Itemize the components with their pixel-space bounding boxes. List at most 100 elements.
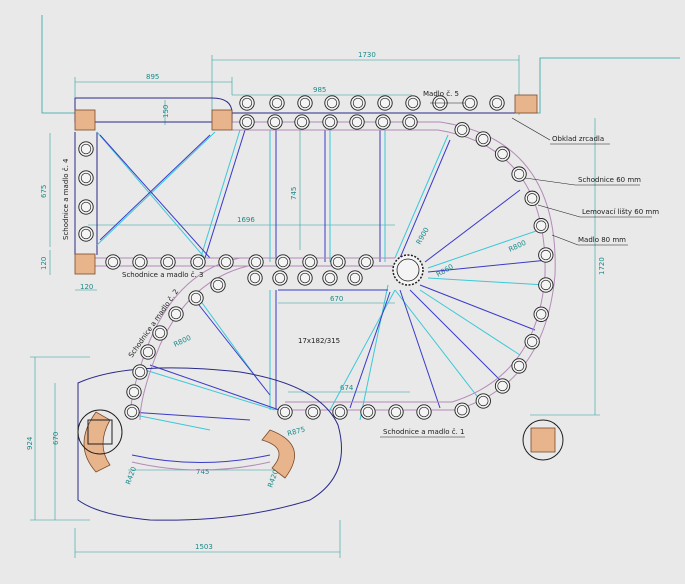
baluster-ring-inner (497, 148, 508, 160)
baluster-ring-inner (128, 386, 140, 398)
label-obklad: Obklad zrcadla (552, 135, 604, 143)
baluster-ring-inner (241, 116, 253, 128)
dim-r420a: R420 (124, 466, 138, 486)
baluster-ring-inner (250, 256, 262, 268)
baluster-ring-inner (134, 256, 146, 268)
callout-lines (380, 102, 652, 438)
baluster-ring-inner (513, 360, 525, 372)
label-schodnice-60: Schodnice 60 mm (578, 176, 641, 184)
dimension-texts: 1730 895 985 150 675 1696 745 120 120 67… (26, 51, 606, 551)
baluster-ring-inner (377, 116, 389, 128)
baluster-ring-inner (536, 309, 547, 320)
baluster-ring-inner (170, 308, 182, 320)
dim-1730: 1730 (358, 51, 376, 59)
baluster-ring-inner (279, 406, 291, 418)
baluster-ring-inner (360, 256, 372, 268)
baluster-ring-inner (513, 168, 525, 180)
baluster-ring-inner (299, 97, 311, 109)
baluster-ring-inner (299, 272, 311, 284)
dim-150: 150 (162, 105, 170, 118)
baluster-ring-inner (162, 256, 174, 268)
baluster-ring-inner (107, 256, 119, 268)
newel-post (74, 253, 96, 275)
baluster-ring-inner (407, 97, 419, 109)
baluster-ring-inner (334, 406, 346, 418)
baluster-ring-inner (249, 272, 261, 284)
baluster-ring-inner (478, 395, 489, 407)
baluster-ring-inner (497, 380, 508, 392)
baluster-ring-inner (332, 256, 344, 268)
structure-beams-blue (99, 129, 549, 421)
baluster-ring-inner (142, 346, 154, 358)
center-gear-icon (392, 254, 424, 286)
baluster-ring-inner (80, 172, 92, 184)
baluster-ring-inner (80, 143, 92, 155)
baluster-ring-inner (526, 193, 538, 204)
newel-post (211, 109, 233, 131)
baluster-rings (78, 95, 554, 420)
baluster-ring-inner (418, 406, 430, 418)
baluster-ring-inner (540, 279, 551, 291)
baluster-ring-inner (326, 97, 338, 109)
baluster-ring-inner (241, 97, 253, 109)
rails (75, 121, 556, 421)
newel-post (83, 411, 111, 473)
dim-745b: 745 (196, 468, 209, 476)
label-schod-4: Schodnice a madlo č. 4 (62, 158, 70, 240)
dim-745a: 745 (290, 187, 298, 200)
dim-120a: 120 (40, 257, 48, 270)
dim-670a: 670 (330, 295, 343, 303)
dim-r875: R875 (286, 425, 306, 437)
structure-beams-cyan (96, 129, 546, 431)
newel-post (514, 94, 538, 114)
baluster-ring-inner (324, 272, 336, 284)
dim-674: 674 (340, 384, 354, 392)
baluster-ring-inner (379, 97, 391, 109)
label-madlo-80: Madlo 80 mm (578, 236, 626, 244)
baluster-ring-inner (80, 201, 92, 213)
dim-895: 895 (146, 73, 159, 81)
baluster-ring-inner (390, 406, 402, 418)
baluster-ring-inner (464, 97, 476, 109)
label-madlo-5: Madlo č. 5 (423, 90, 459, 98)
dim-r800a: R800 (507, 239, 527, 254)
baluster-ring-inner (456, 405, 468, 416)
free-newel (522, 419, 564, 461)
baluster-ring-inner (352, 97, 364, 109)
baluster-ring-inner (154, 327, 166, 339)
dim-675: 675 (40, 185, 48, 198)
newel-posts (74, 94, 564, 479)
baluster-ring-inner (478, 133, 489, 145)
dimension-lines (30, 55, 600, 558)
baluster-ring-inner (271, 97, 283, 109)
dim-670b: 670 (52, 432, 60, 445)
lower-landing-outline (77, 367, 342, 521)
dim-1503: 1503 (195, 543, 213, 551)
baluster-ring-inner (456, 124, 468, 135)
baluster-ring-inner (134, 366, 146, 378)
dim-924: 924 (26, 436, 34, 450)
newel-post (261, 429, 295, 479)
baluster-ring-inner (536, 220, 547, 231)
dim-r900: R900 (415, 226, 431, 246)
baluster-ring-inner (126, 406, 138, 418)
baluster-ring-inner (307, 406, 319, 418)
baluster-ring-inner (296, 116, 308, 128)
label-schod-1: Schodnice a madlo č. 1 (383, 428, 465, 436)
baluster-ring-inner (351, 116, 363, 128)
dim-120b: 120 (80, 283, 93, 291)
baluster-ring-inner (190, 292, 202, 304)
baluster-ring-inner (540, 249, 551, 261)
baluster-ring-inner (491, 97, 503, 109)
baluster-ring-inner (192, 256, 204, 268)
baluster-ring-inner (304, 256, 316, 268)
baluster-ring-inner (404, 116, 416, 128)
label-schod-3: Schodnice a madlo č. 3 (122, 271, 204, 279)
label-steps: 17x182/315 (298, 337, 340, 345)
baluster-ring-inner (349, 272, 361, 284)
baluster-ring-inner (324, 116, 336, 128)
baluster-ring-inner (80, 228, 92, 240)
baluster-ring-inner (212, 279, 224, 291)
baluster-ring-inner (526, 336, 538, 347)
